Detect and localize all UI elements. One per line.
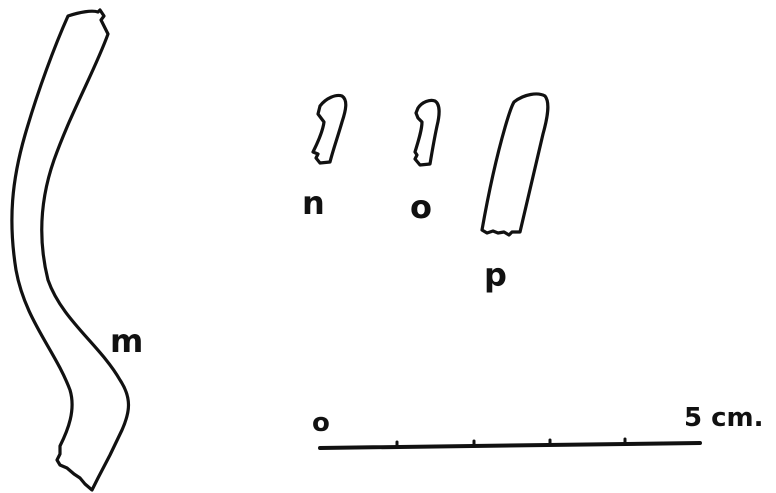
- fragment-p-outline: [480, 92, 550, 237]
- label-m: m: [110, 322, 143, 360]
- scale-bar-line: [318, 441, 702, 450]
- scale-bar: o 5 cm.: [312, 403, 764, 450]
- label-p: p: [484, 256, 507, 294]
- fragment-n-outline: [311, 93, 348, 165]
- label-n: n: [302, 184, 325, 222]
- label-o: o: [410, 188, 432, 226]
- fragment-m-outline: [10, 8, 131, 492]
- fragment-o-outline: [413, 98, 441, 167]
- scale-start-label: o: [312, 408, 330, 438]
- scale-end-label: 5 cm.: [684, 403, 764, 433]
